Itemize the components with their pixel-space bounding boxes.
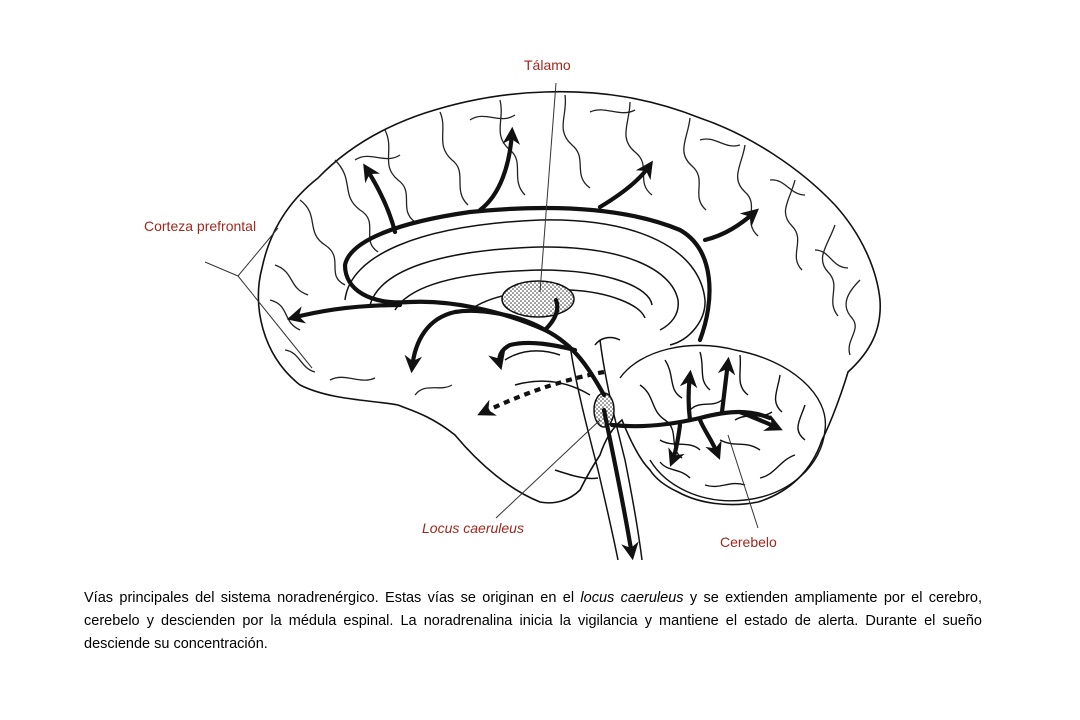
pathway-cerebellar-right [737, 409, 783, 431]
pathway-cerebellar-up-1 [679, 369, 698, 423]
label-cerebellum: Cerebelo [720, 534, 777, 550]
caption-italic-term: locus caeruleus [580, 590, 684, 606]
leader-cerebellum [727, 434, 759, 529]
pathway-branch-4 [702, 208, 759, 243]
pathway-hypothalamus [488, 340, 578, 371]
leader-locus [495, 419, 601, 519]
label-thalamus: Tálamo [524, 57, 571, 73]
cerebellum [619, 344, 827, 502]
leader-prefrontal-a [204, 227, 279, 277]
pathway-branch-1 [363, 163, 398, 235]
leader-prefrontal-b [237, 275, 313, 369]
pathway-orbital [404, 308, 548, 374]
figure-caption: Vías principales del sistema noradrenérg… [84, 587, 982, 656]
corpus-callosum [344, 219, 706, 346]
label-prefrontal-cortex: Corteza prefrontal [144, 218, 257, 234]
pathway-dotted-temporal [477, 369, 605, 416]
pathway-prefrontal [286, 302, 403, 324]
pathway-cerebellar-down-2 [668, 422, 685, 467]
noradrenergic-pathways [286, 126, 783, 561]
label-leader-lines [204, 82, 759, 529]
label-locus-caeruleus: Locus caeruleus [422, 520, 524, 536]
pathway-spinal [601, 407, 639, 561]
pathway-branch-3 [597, 160, 653, 210]
pathway-branch-2 [477, 126, 521, 213]
thalamus-region [501, 280, 575, 318]
caption-part-2: y se extienden ampliamente por el cerebr… [84, 590, 982, 652]
brain-sagittal-diagram [204, 82, 881, 561]
leader-thalamus [539, 82, 557, 293]
caption-part-1: Vías principales del sistema noradrenérg… [84, 590, 581, 606]
pathway-thalamic [542, 297, 560, 333]
brain-outline [257, 90, 881, 506]
pathway-cerebellar-down-1 [697, 417, 722, 460]
pathway-cerebellar-up-2 [717, 356, 736, 415]
brainstem [504, 336, 643, 561]
